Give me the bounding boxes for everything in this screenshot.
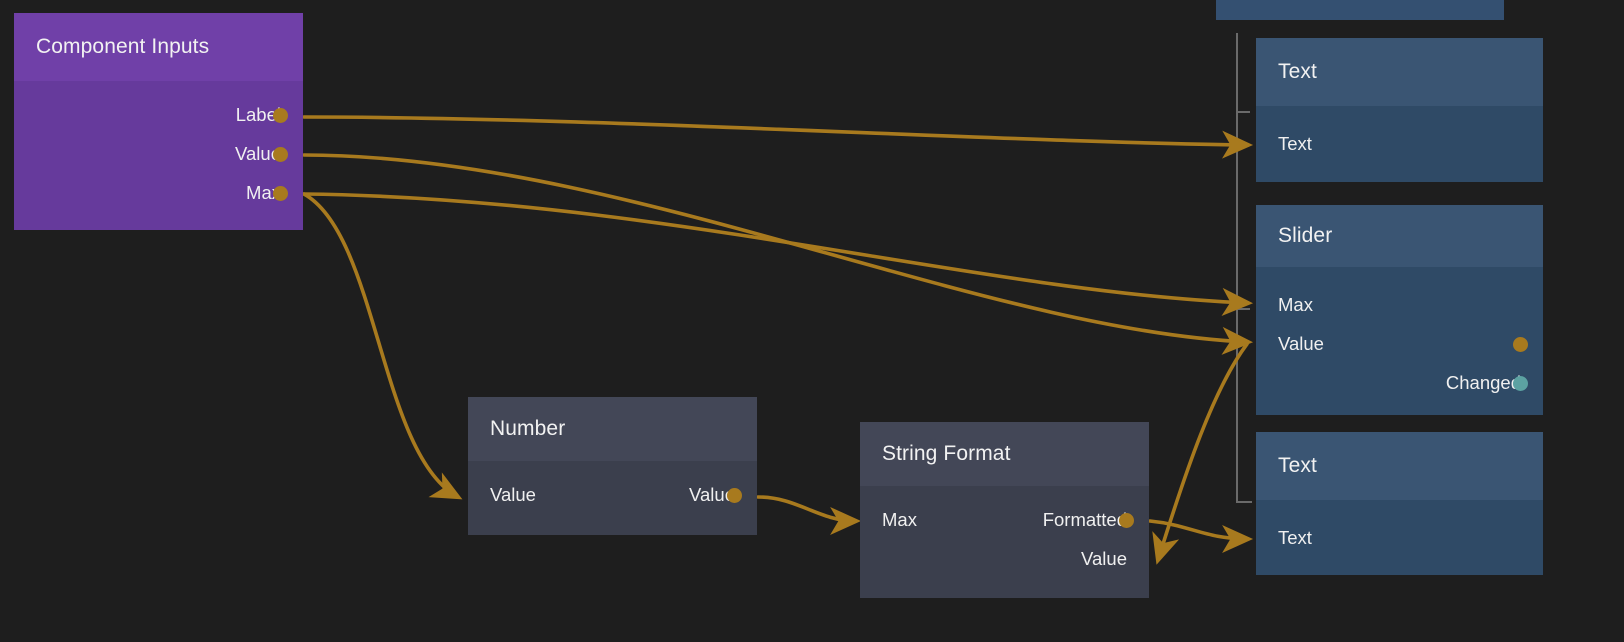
group-bracket-tick-2 xyxy=(1236,308,1250,310)
port-out-label[interactable]: Label xyxy=(235,104,288,125)
node-component-inputs-body: Label Value Max xyxy=(14,81,303,230)
port-out-number-value-text: Value xyxy=(689,484,735,505)
port-in-text-bottom-text-label: Text xyxy=(1278,527,1312,548)
node-component-inputs-title: Component Inputs xyxy=(36,35,210,58)
node-number[interactable]: Number Value Value xyxy=(468,397,757,535)
port-out-string-format-formatted-text: Formatted xyxy=(1042,509,1127,530)
node-text-top-title: Text xyxy=(1278,60,1317,83)
port-in-string-format-max[interactable]: Max xyxy=(882,510,917,530)
port-in-number-value-text: Value xyxy=(490,484,536,505)
node-slider-body: Max Value Changed xyxy=(1256,267,1543,415)
port-out-slider-changed-text: Changed xyxy=(1445,372,1521,393)
node-text-top[interactable]: Text Text xyxy=(1256,38,1543,182)
port-dot-out-string-format-formatted[interactable] xyxy=(1119,512,1134,528)
port-in-number-value[interactable]: Value xyxy=(490,485,536,505)
node-string-format-title: String Format xyxy=(882,442,1011,465)
node-slider[interactable]: Slider Max Value Changed xyxy=(1256,205,1543,415)
group-bracket xyxy=(1236,33,1252,503)
node-string-format[interactable]: String Format Max Formatted Value xyxy=(860,422,1149,598)
port-in-slider-max[interactable]: Max xyxy=(1278,295,1313,315)
port-out-label-text: Label xyxy=(235,104,281,125)
node-text-bottom-body: Text xyxy=(1256,500,1543,575)
port-dot-out-slider-unlabeled[interactable] xyxy=(1513,336,1528,352)
port-dot-out-slider-changed[interactable] xyxy=(1513,375,1528,391)
node-number-title: Number xyxy=(490,417,566,440)
node-truncated-top[interactable] xyxy=(1216,0,1504,20)
node-slider-header[interactable]: Slider xyxy=(1256,205,1543,267)
group-bracket-tick-1 xyxy=(1236,111,1250,113)
port-in-text-top-text[interactable]: Text xyxy=(1278,134,1312,154)
port-dot-out-label[interactable] xyxy=(273,107,288,123)
port-out-string-format-value[interactable]: Value xyxy=(1081,549,1127,569)
node-component-inputs-header[interactable]: Component Inputs xyxy=(14,13,303,81)
port-in-slider-value-text: Value xyxy=(1278,333,1324,354)
node-text-bottom-header[interactable]: Text xyxy=(1256,432,1543,500)
port-out-value[interactable]: Value xyxy=(235,143,288,164)
node-number-header[interactable]: Number xyxy=(468,397,757,461)
node-text-top-body: Text xyxy=(1256,106,1543,182)
port-out-max[interactable]: Max xyxy=(246,182,288,203)
node-component-inputs[interactable]: Component Inputs Label Value Max xyxy=(14,13,303,230)
port-out-string-format-value-text: Value xyxy=(1081,548,1127,569)
node-string-format-body: Max Formatted Value xyxy=(860,486,1149,598)
node-slider-title: Slider xyxy=(1278,224,1333,247)
node-text-top-header[interactable]: Text xyxy=(1256,38,1543,106)
port-in-slider-max-text: Max xyxy=(1278,294,1313,315)
port-dot-out-number-value[interactable] xyxy=(727,487,742,503)
node-text-bottom[interactable]: Text Text xyxy=(1256,432,1543,575)
node-number-body: Value Value xyxy=(468,461,757,535)
port-out-number-value[interactable]: Value xyxy=(689,484,742,505)
port-out-max-text: Max xyxy=(246,182,281,203)
port-out-slider-changed[interactable]: Changed xyxy=(1445,372,1528,393)
port-in-text-top-text-label: Text xyxy=(1278,133,1312,154)
port-in-slider-value[interactable]: Value xyxy=(1278,334,1324,354)
port-out-string-format-formatted[interactable]: Formatted xyxy=(1042,509,1134,530)
port-in-text-bottom-text[interactable]: Text xyxy=(1278,528,1312,548)
node-string-format-header[interactable]: String Format xyxy=(860,422,1149,486)
port-out-value-text: Value xyxy=(235,143,281,164)
port-dot-out-max[interactable] xyxy=(273,185,288,201)
port-dot-out-value[interactable] xyxy=(273,146,288,162)
port-in-string-format-max-text: Max xyxy=(882,509,917,530)
node-text-bottom-title: Text xyxy=(1278,454,1317,477)
